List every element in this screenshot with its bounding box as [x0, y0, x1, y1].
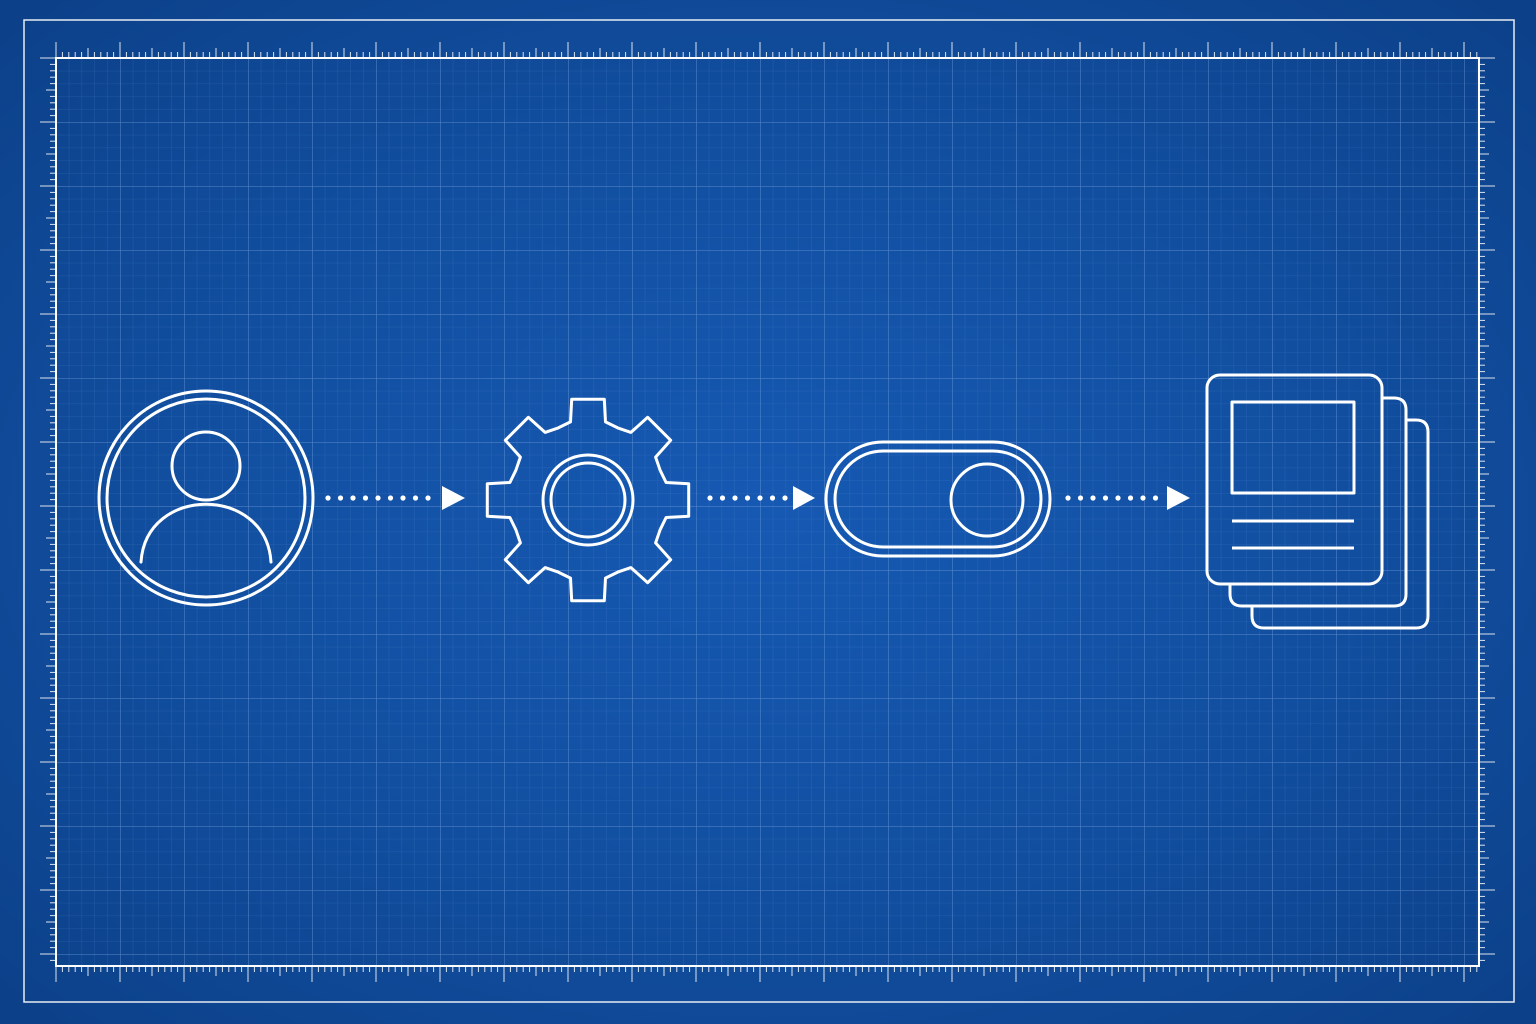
document-stack-icon	[1205, 373, 1430, 630]
connector-arrow	[325, 486, 465, 510]
toggle-switch-icon	[824, 440, 1052, 558]
arrowhead-icon	[793, 486, 815, 510]
connector-dot	[425, 495, 431, 501]
ruler-ticks	[40, 42, 1495, 982]
arrowhead-icon	[442, 486, 465, 510]
connector-dot	[325, 495, 331, 501]
connector-dot	[375, 495, 381, 501]
connector-arrow	[707, 486, 815, 510]
connector-dot	[387, 495, 394, 501]
connector-dot	[337, 495, 344, 501]
connector-dot	[412, 495, 419, 501]
connector-dot	[1152, 495, 1159, 501]
connector-dot	[769, 495, 776, 501]
connector-dot	[1065, 495, 1071, 501]
connector-dot	[1140, 495, 1146, 501]
connector-dot	[707, 495, 713, 501]
connector-dot	[400, 495, 406, 501]
connector-dot	[1127, 495, 1134, 501]
connector-dot	[782, 495, 788, 501]
arrowhead-icon	[1167, 486, 1190, 510]
connector-dot	[1115, 495, 1121, 501]
connector-arrow	[1065, 486, 1190, 510]
connector-dot	[350, 495, 356, 501]
connector-dot	[1077, 495, 1084, 501]
connector-dot	[362, 495, 369, 501]
connector-dot	[719, 495, 726, 501]
grid	[56, 58, 1479, 966]
connector-dot	[757, 495, 763, 501]
user-avatar-icon	[97, 389, 315, 607]
connector-dot	[732, 495, 738, 501]
gear-icon	[485, 397, 691, 603]
connector-dot	[744, 495, 751, 501]
connector-dot	[1090, 495, 1096, 501]
connector-dot	[1102, 495, 1109, 501]
